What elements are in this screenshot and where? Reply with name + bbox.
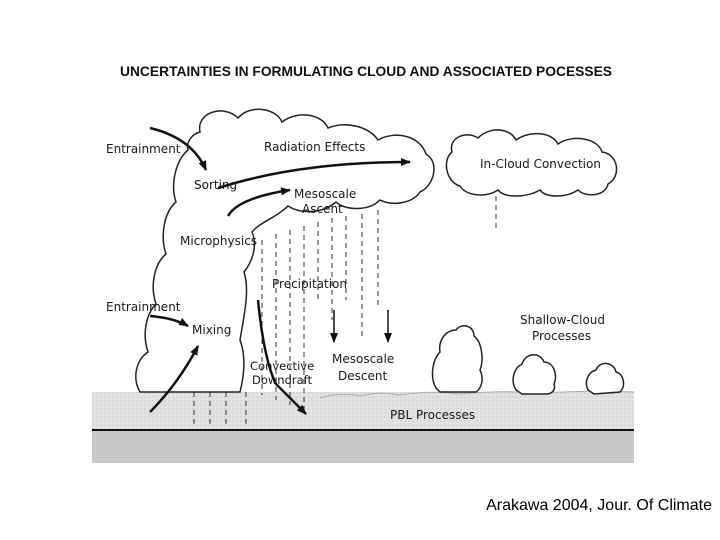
label-convective-downdraft-2: Downdraft — [252, 373, 313, 387]
radiation-effects-arrow — [217, 158, 411, 190]
label-shallow-cloud-1: Shallow-Cloud — [520, 313, 605, 327]
figure-title: UNCERTAINTIES IN FORMULATING CLOUD AND A… — [120, 63, 612, 79]
ground-surface — [92, 431, 634, 463]
label-radiation-effects: Radiation Effects — [264, 140, 365, 154]
label-in-cloud-convection: In-Cloud Convection — [480, 157, 601, 171]
label-entrainment-bottom: Entrainment — [106, 300, 181, 314]
label-precipitation: Precipitation — [272, 277, 347, 291]
entrainment-top-arrow — [149, 126, 208, 171]
label-pbl-processes: PBL Processes — [390, 408, 475, 422]
label-mixing: Mixing — [192, 323, 231, 337]
label-mesoscale-descent-2: Descent — [338, 369, 387, 383]
source-caption: Arakawa 2004, Jour. Of Climate — [486, 497, 712, 514]
label-mesoscale-ascent-1: Mesoscale — [294, 187, 356, 201]
label-microphysics: Microphysics — [180, 234, 257, 248]
label-mesoscale-descent-1: Mesoscale — [332, 352, 394, 366]
label-mesoscale-ascent-2: Ascent — [302, 202, 343, 216]
main-cloud — [135, 108, 435, 393]
shallow-cloud-1 — [431, 325, 483, 393]
label-shallow-cloud-2: Processes — [532, 329, 591, 343]
shallow-cloud-2 — [512, 354, 557, 395]
in-cloud-convection-cloud — [445, 129, 618, 197]
mesoscale-ascent-arrow — [226, 187, 291, 217]
entrainment-bottom-arrow — [149, 314, 189, 328]
convective-downdraft-arrow — [256, 299, 307, 415]
mixing-updraft-arrow — [149, 345, 200, 413]
pbl-layer — [92, 392, 634, 430]
label-entrainment-top: Entrainment — [106, 142, 181, 156]
label-sorting: Sorting — [194, 178, 237, 192]
shallow-cloud-3 — [585, 362, 625, 395]
label-convective-downdraft-1: Convective — [250, 359, 314, 373]
precipitation-streaks — [193, 196, 497, 428]
